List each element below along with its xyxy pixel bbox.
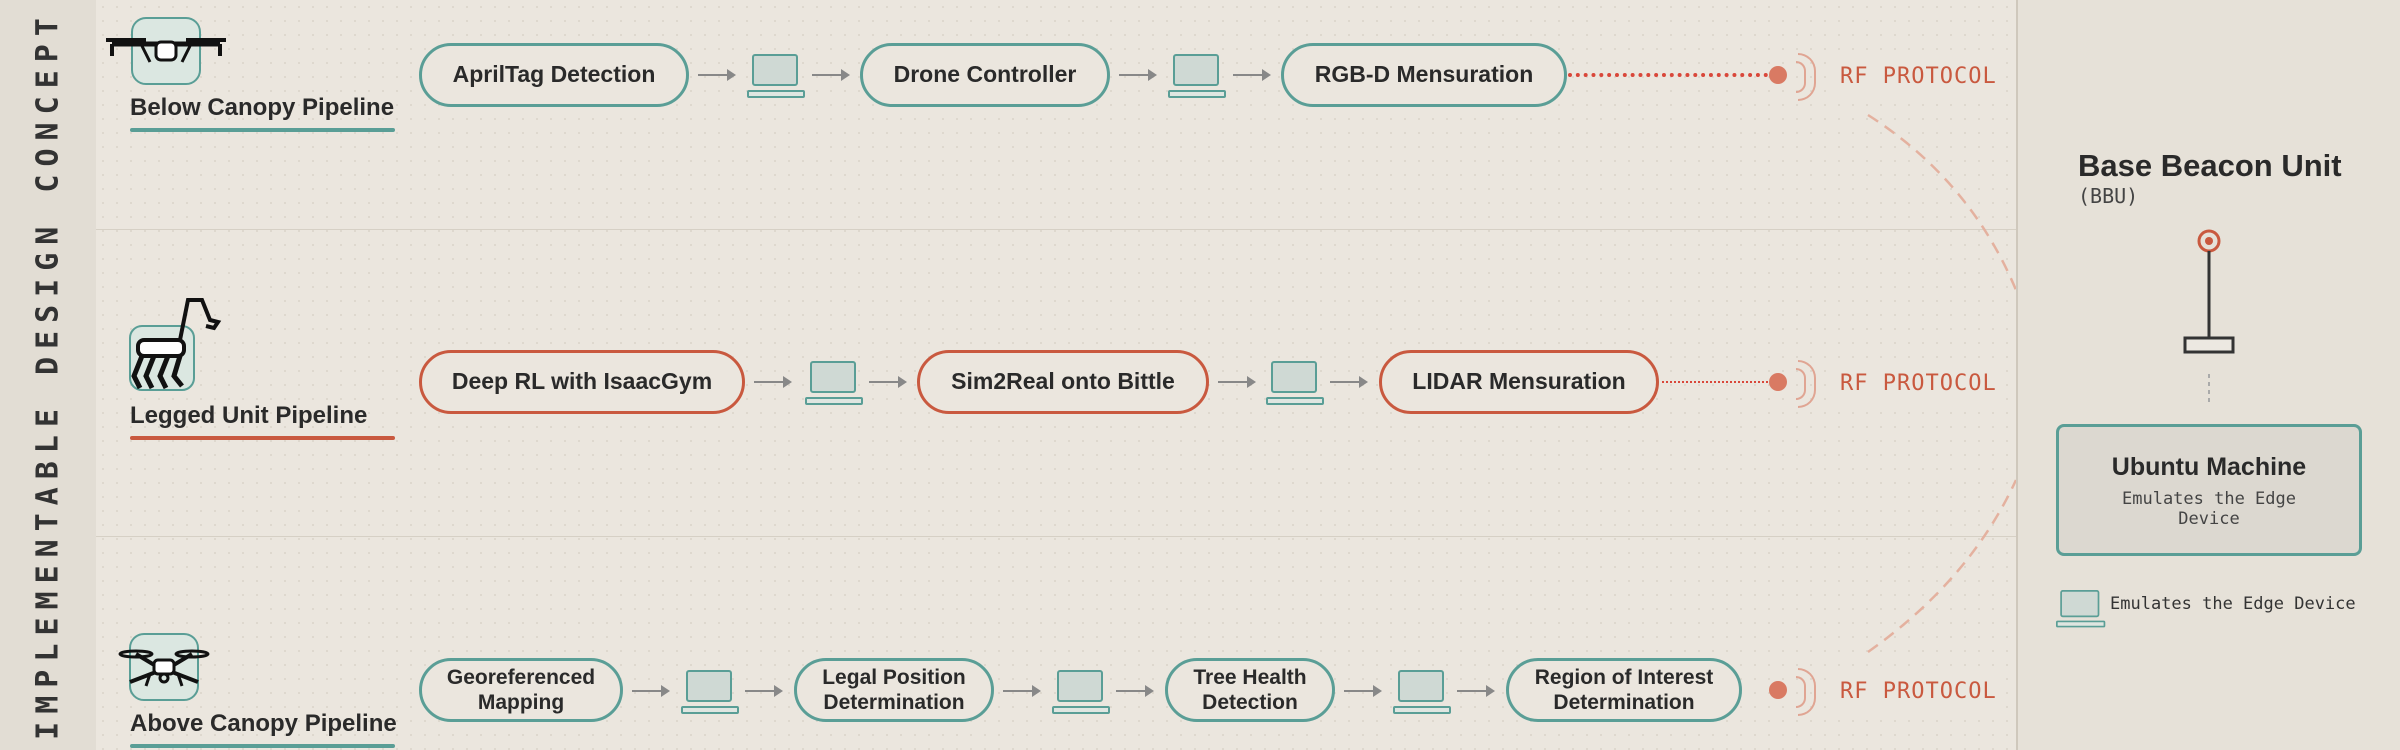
node-tree-health-detection[interactable]: Tree Health Detection [1165, 658, 1335, 722]
node-deep-rl-isaacgym[interactable]: Deep RL with IsaacGym [419, 350, 745, 414]
laptop-icon [681, 670, 739, 716]
arrow [1218, 376, 1256, 388]
laptop-icon [1168, 54, 1226, 100]
pipeline-title-legged-unit: Legged Unit Pipeline [130, 402, 368, 429]
legend-laptop-icon [2056, 590, 2106, 629]
node-georeferenced-mapping[interactable]: Georeferenced Mapping [419, 658, 623, 722]
ubuntu-machine-title: Ubuntu Machine [2111, 453, 2307, 481]
arrow [698, 69, 736, 81]
pipeline-underline [130, 128, 395, 132]
laptop-icon [747, 54, 805, 100]
rf-link-dotted [1568, 73, 1768, 77]
node-rgbd-mensuration[interactable]: RGB-D Mensuration [1281, 43, 1567, 107]
rf-transmitter-dot [1769, 66, 1787, 84]
node-sim2real-bittle[interactable]: Sim2Real onto Bittle [917, 350, 1209, 414]
arrow [1233, 69, 1271, 81]
node-legal-position-determination[interactable]: Legal Position Determination [794, 658, 994, 722]
connection-curve-bottom [1867, 479, 2018, 654]
pipeline-title-below-canopy: Below Canopy Pipeline [130, 94, 395, 121]
bbu-title: Base Beacon Unit [2078, 148, 2342, 183]
node-apriltag-detection[interactable]: AprilTag Detection [419, 43, 689, 107]
laptop-icon [1052, 670, 1110, 716]
arrow [869, 376, 907, 388]
pipeline-underline [130, 744, 395, 748]
rf-transmitter-dot [1769, 373, 1787, 391]
ubuntu-machine-subtitle: Emulates the Edge Device [2122, 489, 2296, 529]
sidebar: IMPLEMENTABLE DESIGN CONCEPT [0, 0, 96, 750]
arrow [632, 685, 670, 697]
arrow [1119, 69, 1157, 81]
rf-protocol-label: RF PROTOCOL [1836, 365, 2001, 402]
node-drone-controller[interactable]: Drone Controller [860, 43, 1110, 107]
arrow [1116, 685, 1154, 697]
pipeline-title-above-canopy: Above Canopy Pipeline [130, 710, 397, 737]
antenna-icon [2183, 229, 2235, 404]
node-lidar-mensuration[interactable]: LIDAR Mensuration [1379, 350, 1659, 414]
rf-protocol-label: RF PROTOCOL [1836, 58, 2001, 95]
laptop-icon [805, 361, 863, 407]
rf-transmitter-dot [1769, 681, 1787, 699]
legend-text: Emulates the Edge Device [2110, 594, 2356, 614]
arrow [754, 376, 792, 388]
arrow [1330, 376, 1368, 388]
arrow [1344, 685, 1382, 697]
rf-link-dotted [1662, 381, 1768, 383]
laptop-icon [1393, 670, 1451, 716]
quadcopter-icon [118, 632, 210, 707]
rf-protocol-label: RF PROTOCOL [1836, 673, 2001, 710]
drone-icon [106, 16, 226, 91]
row-divider [96, 536, 2016, 537]
bbu-subtitle: (BBU) [2078, 184, 2139, 208]
pipeline-underline [130, 436, 395, 440]
ubuntu-machine-box: Ubuntu Machine Emulates the Edge Device [2056, 424, 2362, 556]
robot-dog-icon [126, 296, 222, 401]
arrow [1457, 685, 1495, 697]
arrow [812, 69, 850, 81]
arrow [1003, 685, 1041, 697]
node-region-of-interest-determination[interactable]: Region of Interest Determination [1506, 658, 1742, 722]
laptop-icon [1266, 361, 1324, 407]
arrow [745, 685, 783, 697]
connection-curve-top [1867, 113, 2018, 291]
row-divider [96, 229, 2016, 230]
